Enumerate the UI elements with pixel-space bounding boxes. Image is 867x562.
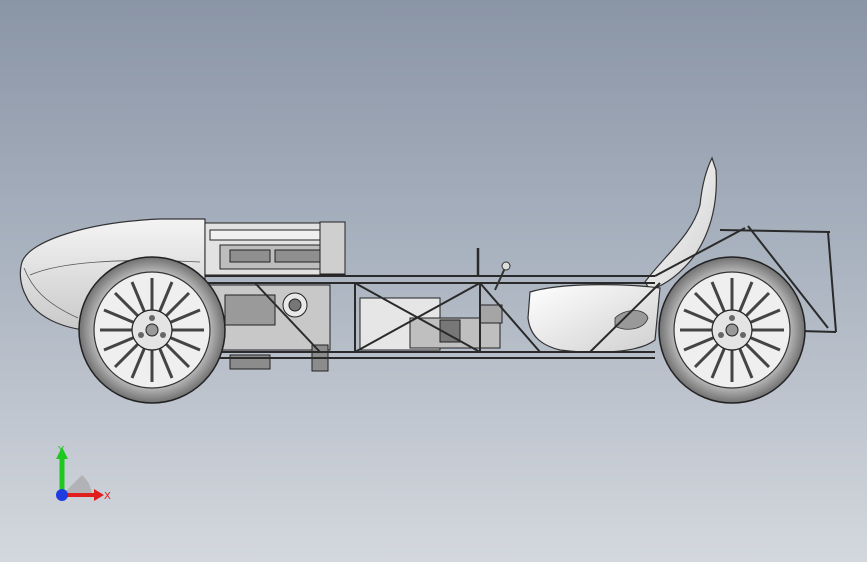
rear-wheel: [658, 256, 806, 404]
front-wheel: [78, 256, 226, 404]
engine: [204, 221, 346, 372]
z-axis-dot: [56, 489, 68, 501]
chassis-frame: [205, 225, 837, 359]
x-axis-label: X: [104, 491, 111, 502]
y-axis-label: Y: [57, 445, 65, 456]
y-axis-arrowhead: [56, 447, 68, 459]
orientation-triad: Y X: [56, 445, 111, 502]
x-axis-arrowhead: [94, 489, 104, 501]
